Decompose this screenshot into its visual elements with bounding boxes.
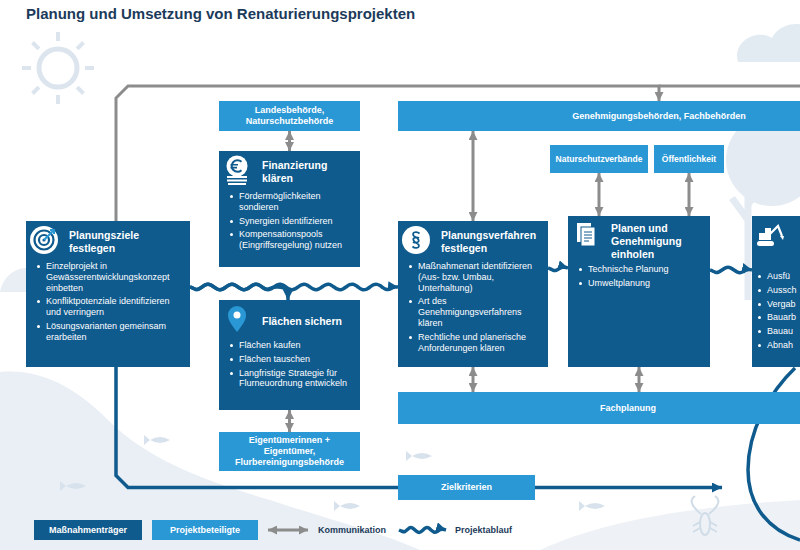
legend-item: Projektbeteiligte: [152, 520, 258, 540]
bullet-item: Langfristige Strategie für Flurneuordnun…: [229, 368, 354, 390]
stakeholder-band: Eigentümerinnen + Eigentümer, Flurberein…: [219, 432, 360, 471]
icon-symbol: [228, 306, 246, 332]
band-label: Genehmigungsbehörden, Fachbehörden: [402, 111, 800, 122]
stakeholder-band: Landesbehörde, Naturschutzbehörde: [219, 101, 360, 131]
sun: [22, 32, 94, 104]
band-label: Naturschutzverbände: [554, 154, 644, 164]
bullet-item: Kompensationspools (Eingriffsregelung) n…: [229, 229, 354, 251]
box-icon: [571, 220, 601, 250]
icon-symbol: [577, 223, 595, 246]
bullet-item: Flächen tauschen: [229, 354, 354, 365]
fish: [60, 481, 86, 491]
stakeholder-band: Zielkriterien: [398, 475, 535, 500]
legend-sample: [397, 522, 447, 538]
process-box: Planungsziele festlegenEinzelprojekt in …: [26, 221, 190, 367]
band-label: Fachplanung: [402, 403, 800, 414]
stakeholder-band: Fachplanung: [398, 392, 800, 424]
communication-arrow: [598, 173, 601, 216]
bullet-item: Rechtliche und planerische Anforderungen…: [408, 332, 542, 354]
icon-symbol: [30, 226, 58, 254]
stakeholder-band: Naturschutzverbände: [550, 145, 648, 173]
project-flow-arrow: [548, 267, 568, 270]
fish: [406, 451, 432, 461]
legend-item: Projektablauf: [397, 520, 512, 540]
bullet-item: Flächen kaufen: [229, 340, 354, 351]
fish: [334, 501, 360, 511]
bullet-item: Synergien identifizieren: [229, 216, 354, 227]
connector-group: [116, 86, 752, 488]
communication-arrow: [288, 410, 291, 432]
box-icon: [755, 220, 785, 250]
legend-swatch: Projektbeteiligte: [152, 520, 258, 540]
bullet-item: Einzelprojekt in Gewässerentwicklungskon…: [36, 261, 184, 293]
bullet-item: Vergab: [757, 299, 800, 310]
fish: [144, 435, 170, 445]
stakeholder-band: Genehmigungsbehörden, Fachbehörden: [398, 101, 800, 131]
sun-disc: [39, 49, 77, 87]
arrow-sample: [268, 529, 308, 532]
bullet-item: Aussch: [757, 285, 800, 296]
communication-line: [659, 85, 800, 88]
box-heading: Finanzierung klären: [229, 157, 354, 187]
cloud: [737, 24, 800, 62]
communication-arrow: [288, 131, 291, 151]
diagram-title: Planung und Umsetzung von Renaturierungs…: [26, 5, 415, 22]
flow-sample: [399, 528, 446, 533]
process-box: Planen und Genehmigung einholenTechnisch…: [568, 216, 710, 367]
legend-text: Kommunikation: [318, 525, 386, 535]
process-box: Flächen sichernFlächen kaufenFlächen tau…: [219, 300, 360, 410]
box-heading: Planen und Genehmigung einholen: [578, 222, 704, 260]
box-icon: [401, 225, 431, 255]
legend-text: Projektbeteiligte: [170, 525, 240, 535]
process-box: AusfüAusschVergabBauarbBauauAbnah: [752, 216, 800, 367]
project-flow-arrow: [190, 284, 288, 300]
project-flow-arrow: [710, 267, 752, 272]
icon-symbol: [757, 226, 784, 246]
communication-arrow: [638, 367, 641, 392]
box-heading: Planungsziele festlegen: [36, 227, 184, 257]
river-bank: [540, 500, 800, 550]
band-label: Öffentlichkeit: [658, 154, 720, 164]
legend-text: Projektablauf: [455, 525, 512, 535]
box-heading: Flächen sichern: [229, 306, 354, 336]
legend-text: Maßnahmenträger: [49, 525, 127, 535]
bullet-item: Maßnahmenart identifizieren (Aus- bzw. U…: [408, 261, 542, 293]
crayfish: [692, 496, 719, 535]
bullet-item: Konfliktpotenziale identifizieren und ve…: [36, 296, 184, 318]
fish: [579, 501, 605, 511]
sun-rays: [22, 32, 94, 104]
band-label: Eigentümerinnen + Eigentümer, Flurberein…: [223, 435, 356, 467]
communication-arrow: [472, 367, 475, 392]
flow-line: [535, 486, 722, 490]
icon-symbol: [402, 226, 430, 254]
band-label: Landesbehörde, Naturschutzbehörde: [223, 105, 356, 127]
process-box: Finanzierung klärenFördermöglichkeiten s…: [219, 151, 360, 267]
bullet-item: Lösungsvarianten gemeinsam erarbeiten: [36, 321, 184, 343]
bullet-item: Technische Planung: [578, 264, 704, 275]
process-box: Planungsverfahren festlegenMaßnahmenart …: [398, 221, 548, 367]
legend-swatch: Maßnahmenträger: [34, 520, 142, 540]
bullet-item: Ausfü: [757, 271, 800, 282]
box-icon: [222, 304, 252, 334]
legend-item: Maßnahmenträger: [34, 520, 142, 540]
bullet-item: Umweltplanung: [578, 278, 704, 289]
box-icon: [222, 155, 252, 185]
bullet-item: Fördermöglichkeiten sondieren: [229, 191, 354, 213]
band-label: Zielkriterien: [402, 482, 531, 493]
legend-item: Kommunikation: [266, 520, 386, 540]
legend-sample: [266, 522, 310, 538]
stakeholder-band: Öffentlichkeit: [654, 145, 724, 173]
bullet-item: Bauau: [757, 326, 800, 337]
crayfish-body: [700, 513, 710, 535]
bullet-item: Art des Genehmigungsverfahrens klären: [408, 296, 542, 328]
box-icon: [29, 225, 59, 255]
bullet-item: Bauarb: [757, 312, 800, 323]
bullet-item: Abnah: [757, 340, 800, 351]
crayfish-legs: [692, 496, 719, 532]
communication-arrow: [472, 131, 475, 221]
icon-symbol: [227, 156, 248, 185]
communication-arrow: [688, 173, 691, 216]
